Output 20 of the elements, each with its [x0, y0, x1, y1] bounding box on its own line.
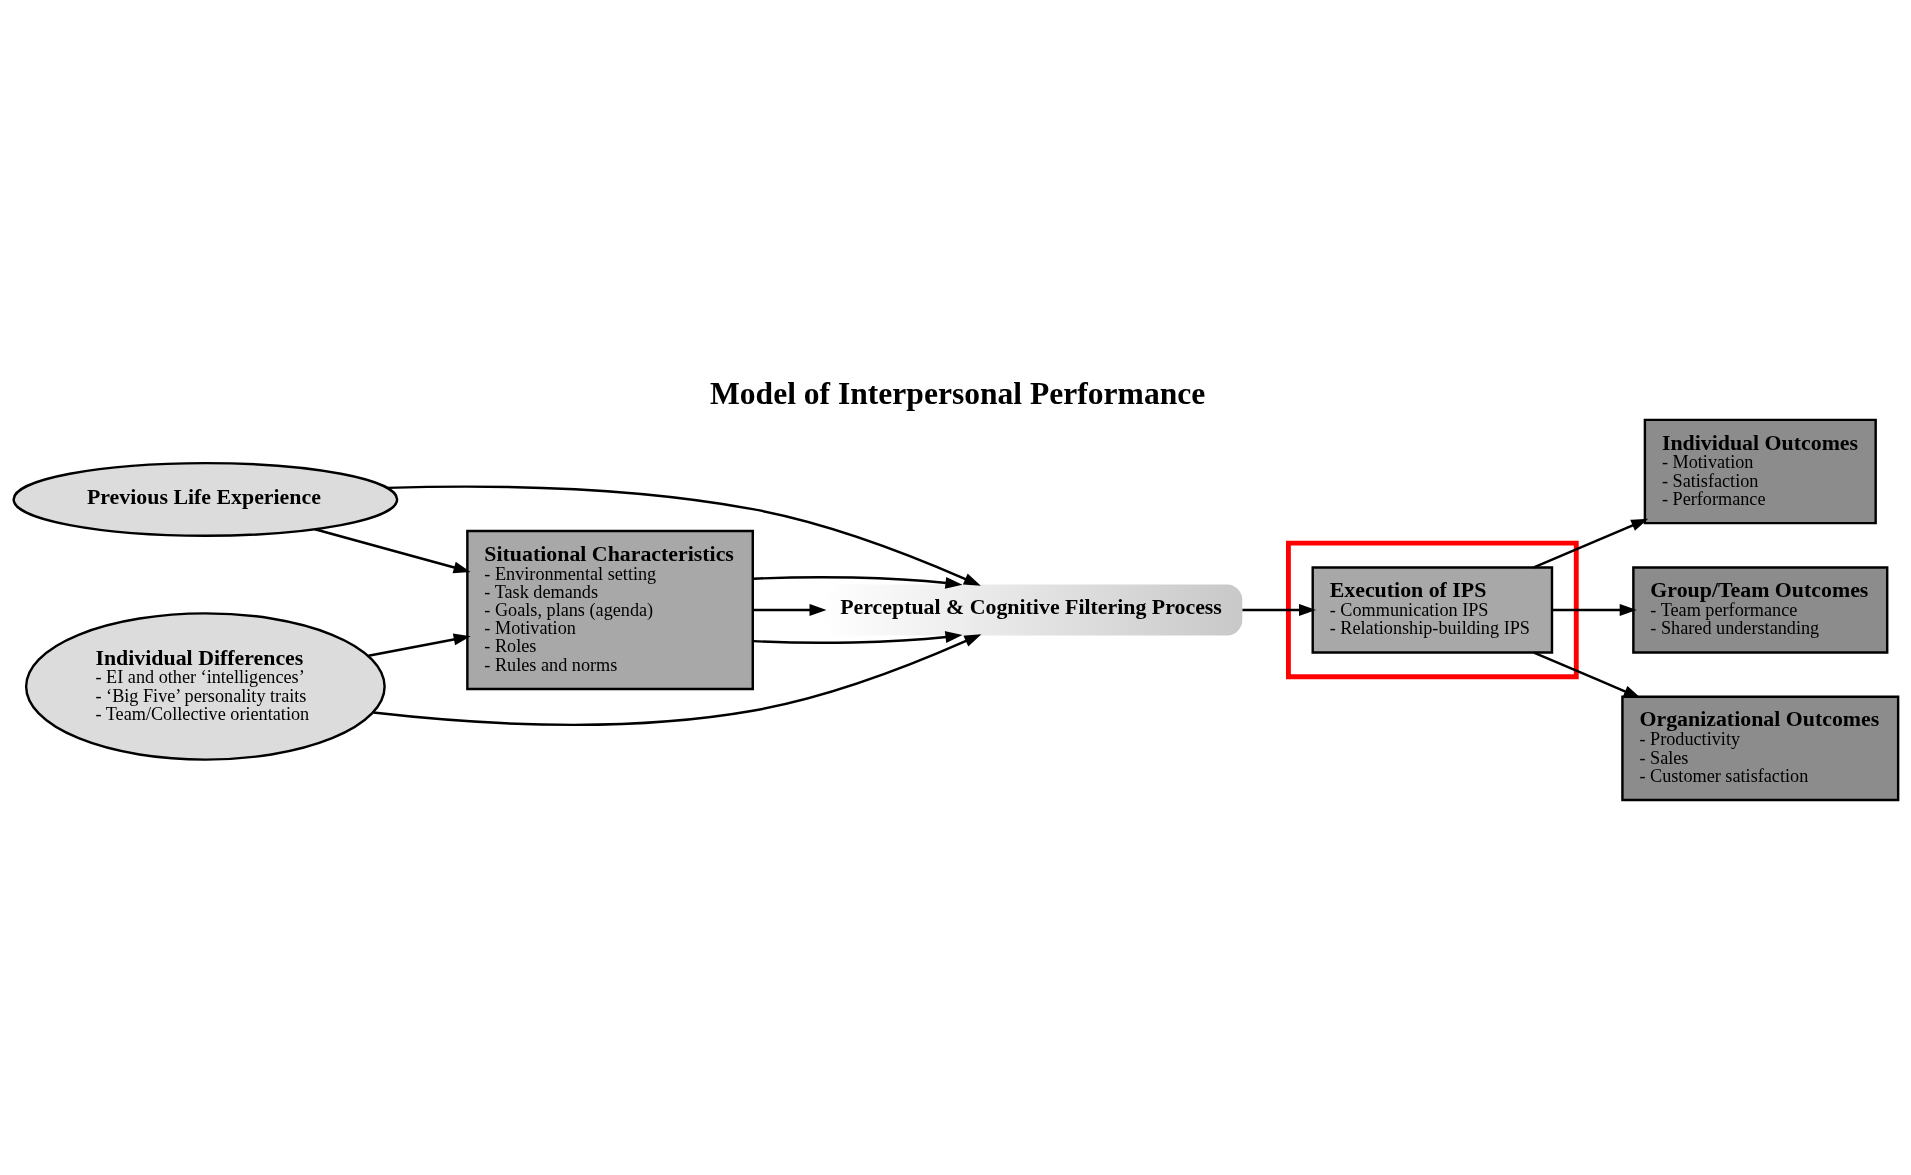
node-box: Individual Outcomes - Motivation - Satisfaction - Performance: [1643, 418, 1877, 525]
arrow: [752, 575, 962, 589]
arrow: [372, 634, 981, 726]
node-box: Situational Characteristics - Environmental setting - Task demands - Goals, plans (agenda) - Motivation - Roles - Rules and norms: [465, 529, 754, 691]
arrow: [386, 485, 981, 586]
arrow: [752, 631, 962, 644]
node-box: Execution of IPS - Communication IPS - Relationship-building IPS: [1311, 566, 1553, 654]
arrow: [752, 604, 827, 616]
arrow: [1551, 604, 1637, 616]
node-ellipse: Previous Life Experience: [11, 461, 398, 537]
node-ellipse: Individual Differences - EI and other ‘intelligences’ - ‘Big Five’ personality traits - Team/Collective orientation: [24, 612, 386, 761]
diagram-title: Model of Interpersonal Performance: [709, 375, 1205, 411]
arrow: [367, 633, 471, 657]
node-box: Organizational Outcomes - Productivity - Sales - Customer satisfaction: [1620, 695, 1899, 802]
node-box: Group/Team Outcomes - Team performance - Shared understanding: [1631, 566, 1888, 654]
arrow: [314, 528, 471, 574]
arrow: [1532, 651, 1641, 699]
arrow: [1532, 518, 1648, 569]
cluster: [1285, 540, 1579, 680]
arrow: [1241, 604, 1316, 616]
